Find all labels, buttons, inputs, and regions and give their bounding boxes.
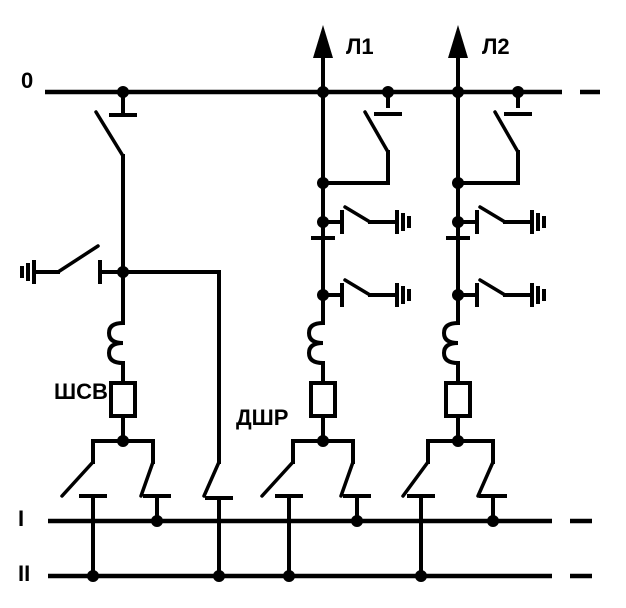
bus-1-label: I: [18, 506, 25, 531]
coupler-label: ШСВ: [54, 379, 108, 404]
reactor-label: ДШР: [236, 405, 289, 430]
line-2-bay: [401, 25, 546, 578]
junction-dots: [87, 86, 524, 582]
line-1-label: Л1: [346, 34, 374, 59]
line-2-label: Л2: [482, 34, 510, 59]
coupler-bay: [20, 90, 233, 578]
bus-0-label: 0: [21, 68, 34, 93]
line-1-bay: [260, 25, 411, 578]
bus-2-label: II: [18, 561, 31, 586]
